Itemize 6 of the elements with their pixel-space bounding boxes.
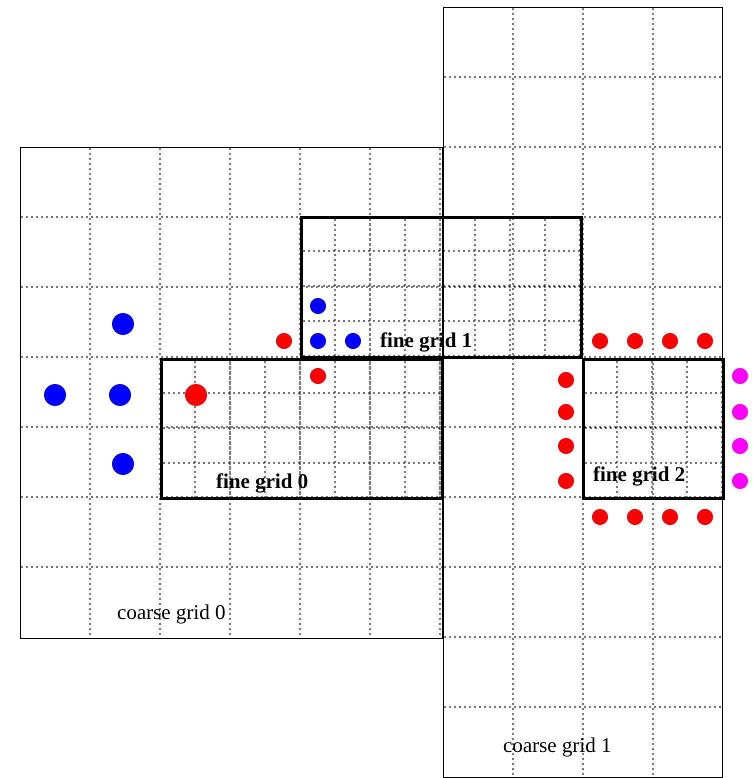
grid-label: fine grid 2 bbox=[593, 464, 686, 485]
fine-grid-region bbox=[582, 358, 725, 500]
grid-label: coarse grid 1 bbox=[503, 735, 612, 756]
fine-grid-region bbox=[160, 358, 444, 500]
fine-grid-region bbox=[300, 216, 583, 359]
grid-label: coarse grid 0 bbox=[117, 602, 226, 623]
